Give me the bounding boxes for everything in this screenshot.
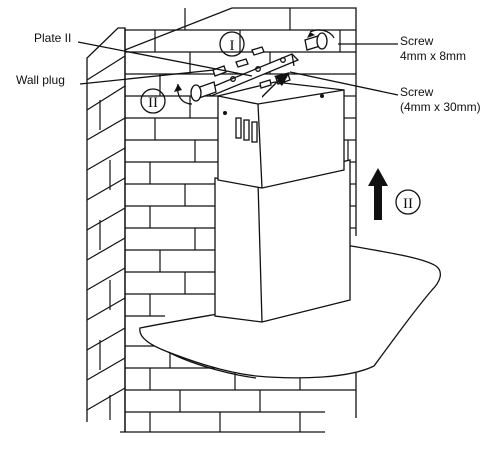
screw-large-title: Screw bbox=[400, 85, 434, 99]
lift-arrow-icon bbox=[368, 168, 388, 220]
slot bbox=[235, 117, 242, 139]
chimney-flue bbox=[214, 81, 351, 323]
slot bbox=[243, 119, 250, 141]
screw-large bbox=[174, 81, 217, 105]
plate-hole bbox=[230, 76, 236, 82]
hole bbox=[223, 111, 227, 115]
plate-hole bbox=[280, 57, 286, 63]
screw-small bbox=[304, 29, 335, 51]
step-marker-one: I bbox=[219, 31, 245, 57]
screw-large-size: (4mm x 30mm) bbox=[400, 100, 481, 114]
wall-plug-pair bbox=[212, 46, 265, 77]
brick-wall bbox=[86, 7, 357, 433]
plate-hole bbox=[255, 66, 261, 72]
wall-plug-label: Wall plug bbox=[16, 73, 65, 87]
step-marker-three: II bbox=[395, 189, 421, 215]
hole bbox=[320, 94, 324, 98]
outer-chimney bbox=[214, 159, 351, 323]
step-marker-two: II bbox=[140, 88, 166, 114]
step-two-label: II bbox=[148, 95, 158, 111]
plate-label: Plate II bbox=[34, 31, 71, 45]
screw-small-title: Screw bbox=[400, 34, 434, 48]
leader-lines bbox=[77, 41, 399, 96]
step-three-label: II bbox=[403, 196, 413, 212]
wall-outline bbox=[86, 7, 357, 433]
wall-side-courses bbox=[86, 55, 126, 420]
inner-chimney bbox=[217, 89, 345, 189]
step-one-label: I bbox=[230, 38, 235, 54]
push-arrow-icon bbox=[262, 72, 290, 98]
slot bbox=[251, 121, 258, 143]
screw-small-size: 4mm x 8mm bbox=[400, 49, 466, 63]
